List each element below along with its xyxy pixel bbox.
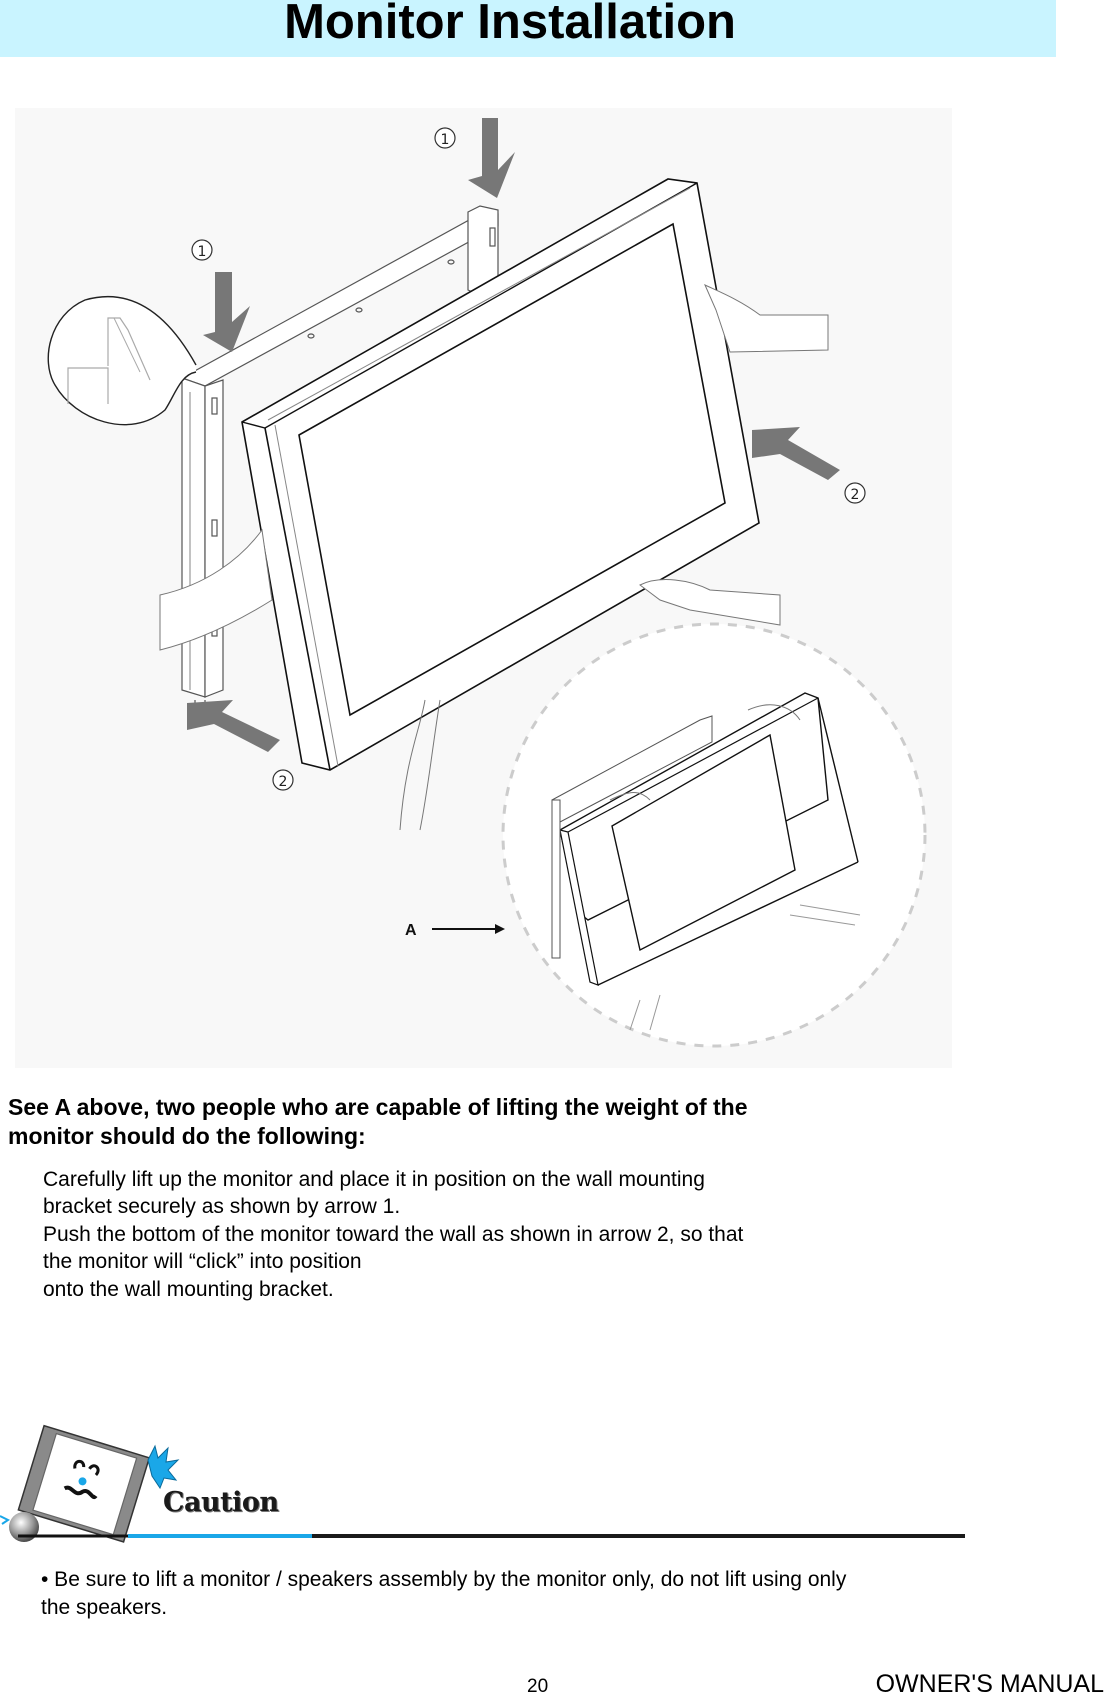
inset-detail: A [405,622,927,1048]
page-number: 20 [527,1676,549,1697]
caution-body: • Be sure to lift a monitor / speakers a… [41,1566,941,1622]
svg-text:2: 2 [851,487,860,503]
arrow-right-icon [495,924,505,934]
svg-text:A: A [405,922,417,939]
arrows [187,118,840,752]
arrow-1-top-icon [468,118,515,198]
step-line: the monitor will “click” into position [43,1250,362,1274]
detail-magnifier [47,296,197,426]
svg-text:1: 1 [441,132,450,148]
caution-line: the speakers. [41,1596,168,1619]
callout-labels: 1 1 2 2 [191,127,866,791]
arrow-2-left-icon [187,700,280,752]
svg-text:2: 2 [279,774,288,790]
instruction-steps: Carefully lift up the monitor and place … [43,1166,893,1303]
caution-line: • Be sure to lift a monitor / speakers a… [41,1568,847,1591]
step-line: bracket securely as shown by arrow 1. [43,1195,401,1219]
wall-mount-diagram: 1 1 2 2 A [47,118,927,1048]
title-band: Monitor Installation [0,0,1056,57]
installation-illustration: 1 1 2 2 A [15,108,952,1068]
step-line: Push the bottom of the monitor toward th… [43,1222,744,1246]
lead-line: See A above, two people who are capable … [8,1094,748,1120]
arrow-1-left-icon [203,272,250,352]
step-line: Carefully lift up the monitor and place … [43,1168,705,1191]
falling-monitor-caution-icon [0,1424,965,1543]
instruction-lead: See A above, two people who are capable … [8,1093,908,1150]
caution-header: Caution [0,1420,970,1550]
step-line: onto the wall mounting bracket. [43,1277,334,1301]
lead-line: monitor should do the following: [8,1122,366,1149]
caution-label: Caution [163,1487,279,1518]
monitor [241,178,760,771]
manual-label: OWNER'S MANUAL [875,1670,1104,1698]
svg-text:1: 1 [198,244,207,260]
arrow-2-right-icon [752,427,840,480]
page-title: Monitor Installation [284,0,736,49]
hands [159,283,829,831]
